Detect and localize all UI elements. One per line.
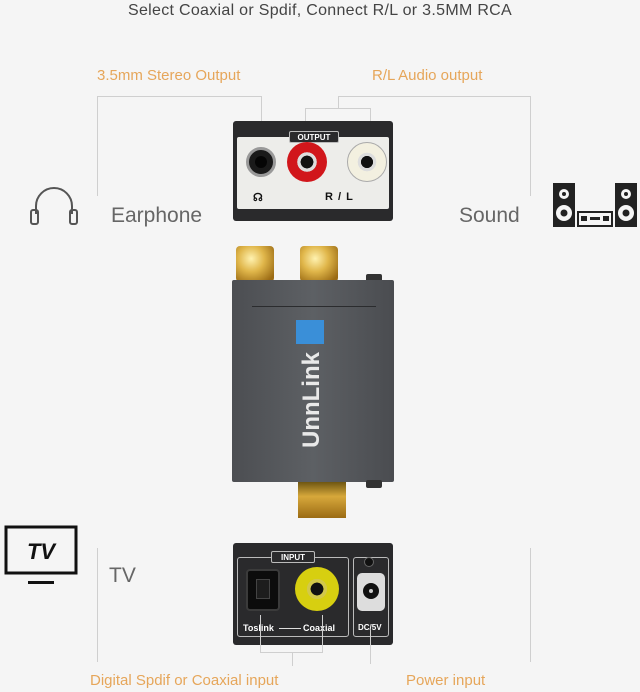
- dc-port: [357, 573, 385, 611]
- rca-connector-right: [300, 246, 338, 282]
- headphones-icon: [30, 187, 78, 225]
- headphone-glyph: ☊: [253, 192, 263, 204]
- speakers-icon: [553, 183, 637, 227]
- brand-text: UnnLink: [298, 352, 325, 448]
- headline: Select Coaxial or Spdif, Connect R/L or …: [127, 2, 513, 19]
- coaxial-port: [295, 567, 339, 611]
- earphone-label: Earphone: [111, 204, 203, 227]
- converter-device: UnnLink: [232, 280, 394, 482]
- power-input-label: Power input: [406, 672, 486, 689]
- rl-text: R / L: [325, 191, 354, 203]
- rca-red-jack: [287, 142, 327, 182]
- rca-white-jack: [347, 142, 387, 182]
- output-title: OUTPUT: [289, 131, 339, 143]
- rl-audio-output-label: R/L Audio output: [372, 67, 483, 84]
- sound-label: Sound: [459, 204, 520, 227]
- input-panel: INPUT Toslink Coaxial DC/5V: [233, 543, 393, 645]
- stereo-output-label: 3.5mm Stereo Output: [97, 67, 241, 84]
- output-panel: OUTPUT ☊ R / L: [233, 121, 393, 221]
- toslink-port: [246, 569, 280, 611]
- toslink-text: Toslink: [243, 623, 274, 633]
- digital-input-label: Digital Spdif or Coaxial input: [90, 672, 279, 689]
- rca-connector-left: [236, 246, 274, 282]
- tv-icon-text: TV: [27, 539, 57, 564]
- coaxial-text: Coaxial: [303, 623, 336, 633]
- tv-label: TV: [109, 564, 136, 587]
- coaxial-connector: [298, 482, 346, 518]
- dc-text: DC/5V: [358, 623, 382, 632]
- input-title: INPUT: [271, 551, 315, 563]
- tv-icon: TV: [4, 525, 78, 584]
